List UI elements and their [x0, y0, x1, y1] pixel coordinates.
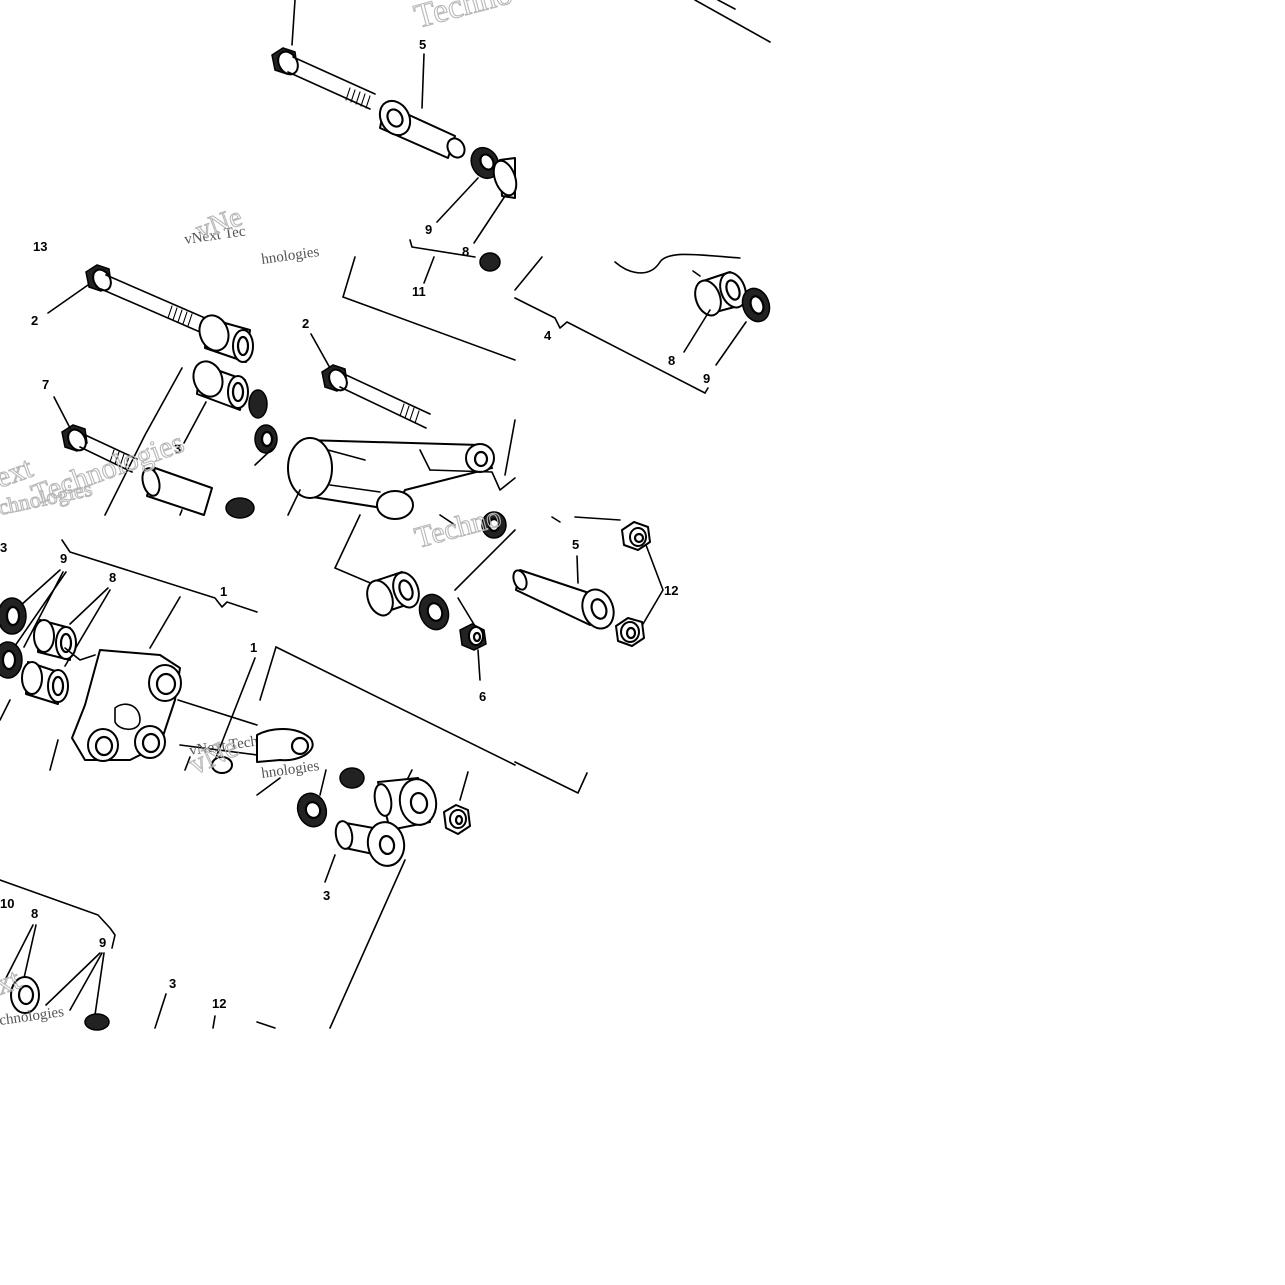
callout-label: 8 [31, 906, 38, 921]
spacer-part [192, 360, 249, 411]
nut-part [443, 804, 471, 835]
callout-label: 8 [462, 244, 469, 259]
callout-label: 12 [212, 996, 226, 1011]
tile-center-link-assembly: 11 2 [287, 252, 516, 520]
tile-top-right-bracket [694, 0, 771, 43]
callout-label: 6 [479, 689, 486, 704]
tile-top-bolt-assembly: 5 9 8 Techno [271, 0, 518, 259]
bolt-part [321, 364, 431, 429]
watermark-text: Techno [411, 500, 504, 555]
callout-label: 9 [60, 551, 67, 566]
tile-left-lower-callouts: 10 8 9 3 12 xt chnologies [0, 879, 226, 1031]
bearing-part [296, 792, 328, 828]
callout-label: 4 [544, 328, 552, 343]
callout-label: 3 [169, 976, 176, 991]
bolt-part [271, 47, 376, 110]
bushing-part [21, 661, 69, 705]
spacer-part [198, 314, 254, 363]
callout-label: 9 [425, 222, 432, 237]
spacer-part [378, 99, 466, 159]
nut-part [615, 617, 645, 647]
callout-label: 1 [220, 584, 227, 599]
callout-label: 2 [31, 313, 38, 328]
callout-label: 3 [0, 540, 7, 555]
callout-label: 11 [412, 284, 426, 299]
callout-label: 12 [664, 583, 678, 598]
bushing-part [492, 157, 518, 199]
callout-label: 9 [703, 371, 710, 386]
callout-label: 7 [42, 377, 49, 392]
spacer-part [373, 777, 438, 831]
nut-part [621, 521, 651, 551]
bushing-part [33, 619, 77, 661]
callout-label: 5 [572, 537, 579, 552]
watermark-text: hnologies [260, 244, 320, 268]
callout-label: 1 [250, 640, 257, 655]
bearing-part [418, 593, 450, 631]
spacer-part [334, 820, 406, 867]
bolt-part [85, 264, 206, 333]
tile-right-bushing-group: 4 8 9 [514, 253, 771, 394]
callout-label: 9 [99, 935, 106, 950]
bolt-part [61, 424, 138, 473]
callout-label: 2 [302, 316, 309, 331]
watermark-text: chnologies [0, 1004, 65, 1029]
nut-part [459, 623, 487, 651]
callout-label: 13 [33, 239, 47, 254]
callout-label: 3 [323, 888, 330, 903]
callout-label: 8 [668, 353, 675, 368]
bearing-part [470, 146, 500, 180]
bushing-part [366, 571, 420, 617]
tube-part [141, 467, 213, 516]
callout-label: 8 [109, 570, 116, 585]
callout-label: 3 [174, 441, 181, 456]
linkage-plate-part [71, 649, 182, 762]
tile-center-bushing-group: 6 Techno [256, 500, 516, 766]
tile-right-spacer-nuts: 5 12 [512, 516, 678, 794]
callout-label: 5 [419, 37, 426, 52]
tile-center-lower-spacers: hnologies 3 [256, 758, 471, 1029]
callout-label: 10 [0, 896, 14, 911]
tile-left-linkage-plate: 3 9 8 1 1 [0, 539, 274, 774]
watermark-text: Techno [410, 0, 516, 36]
link-arm-part [287, 437, 516, 520]
bearing-part [741, 287, 771, 323]
bushing-part [694, 271, 747, 317]
spacer-part [512, 569, 615, 630]
